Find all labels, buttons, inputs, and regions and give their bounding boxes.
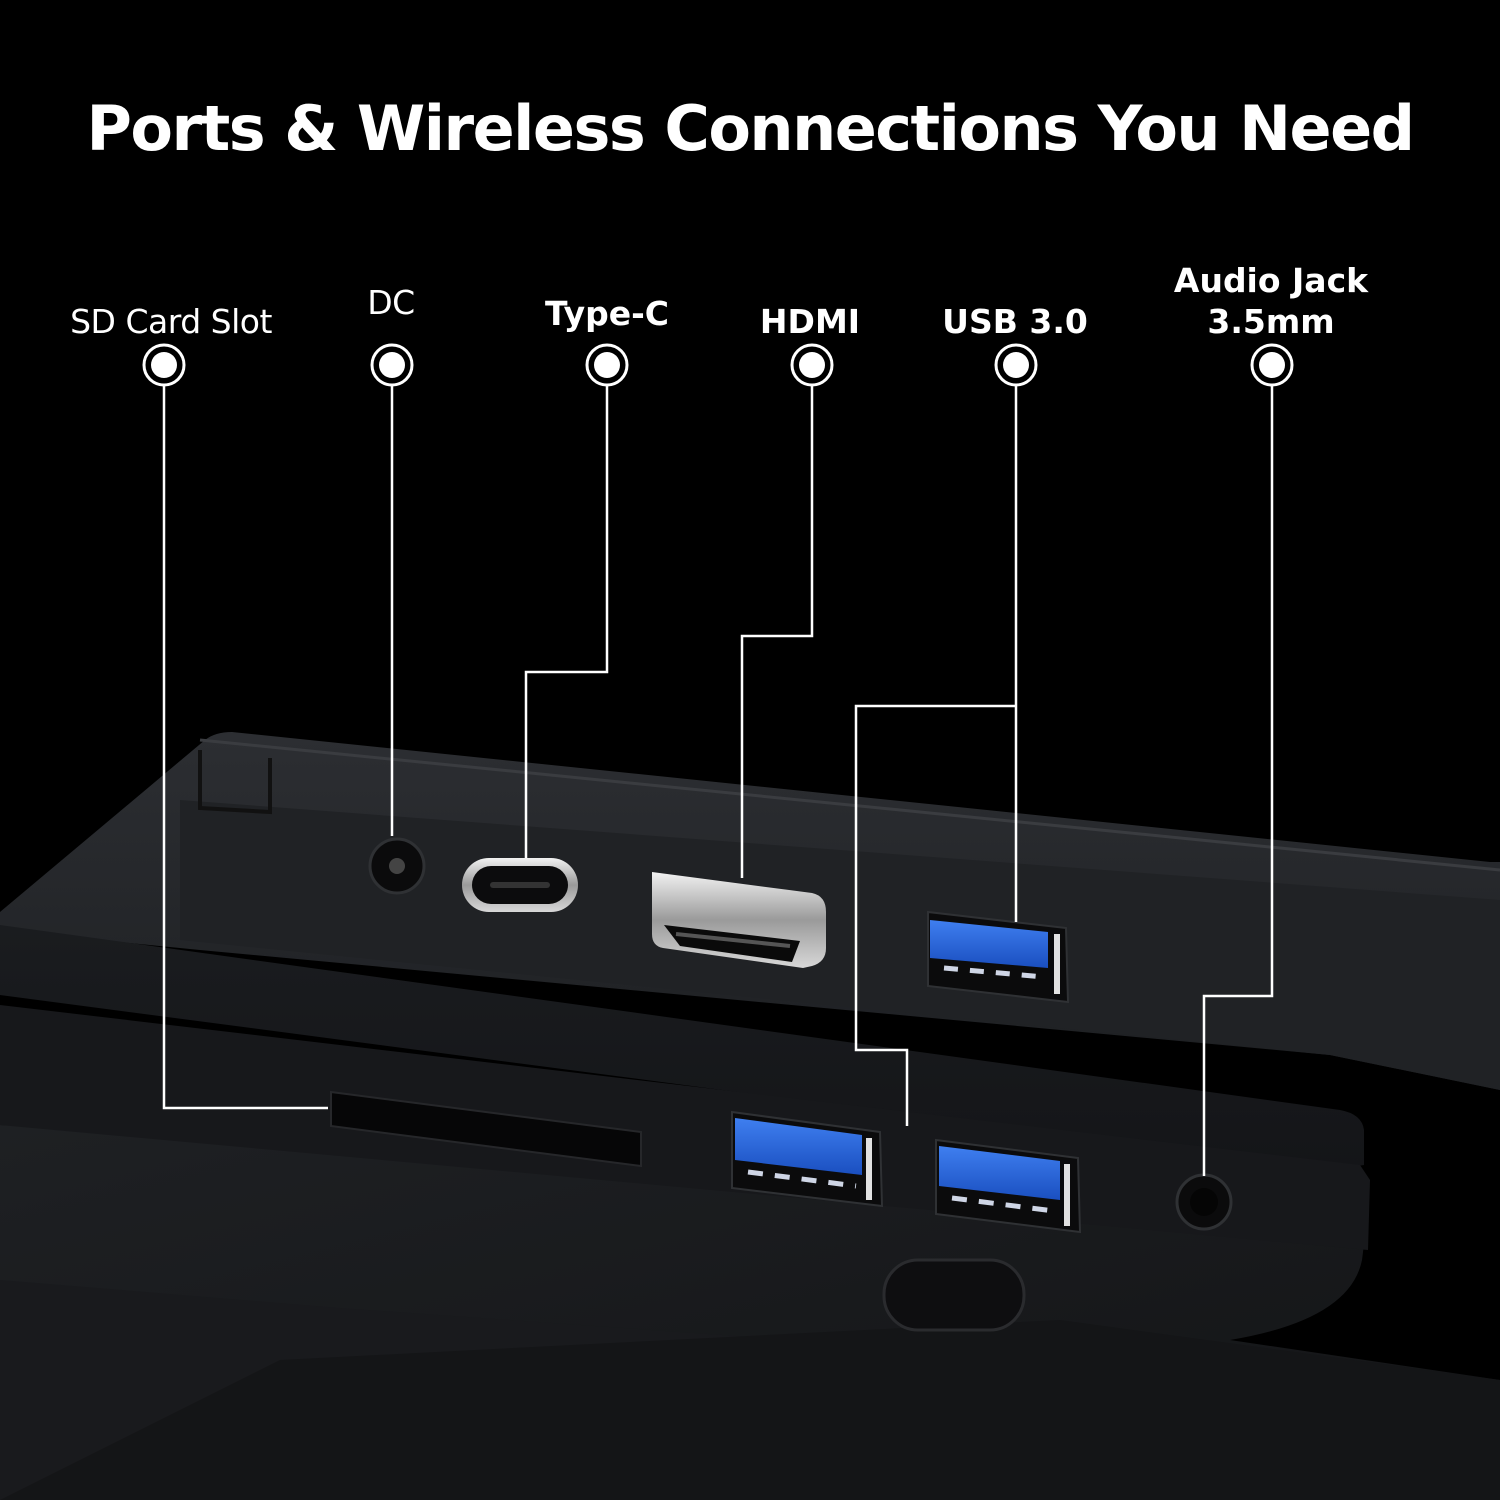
hdmi-port-graphic [652, 872, 826, 968]
sd-card-slot-graphic [330, 1090, 642, 1168]
label-audio-line2: 3.5mm [1207, 302, 1335, 341]
usb-port-lower-left-graphic [731, 1110, 884, 1208]
marker-usb-icon [994, 343, 1038, 387]
callout-line-audio [1202, 382, 1274, 1176]
usb-port-upper-graphic [927, 910, 1070, 1004]
label-audio-line1: Audio Jack [1173, 261, 1369, 300]
page-title: Ports & Wireless Connections You Need [86, 92, 1415, 165]
device-middle-lip [0, 925, 1364, 1170]
callout-line-hdmi [740, 382, 814, 878]
marker-audio-icon [1250, 343, 1294, 387]
callout-line-usb-lower [854, 704, 1016, 1126]
dc-port-graphic [368, 837, 426, 895]
marker-hdmi-icon [790, 343, 834, 387]
callout-line-sd [162, 382, 328, 1110]
marker-type-c-icon [585, 343, 629, 387]
usb-port-lower-right-graphic [935, 1138, 1082, 1234]
label-dc: DC [367, 283, 415, 322]
audio-jack-graphic [1175, 1173, 1233, 1231]
callout-markers [142, 343, 1294, 387]
type-c-port-graphic [462, 858, 578, 912]
device-upper-edge [199, 738, 1500, 872]
label-hdmi: HDMI [759, 302, 861, 341]
stand-cutout [882, 1258, 1026, 1332]
label-type-c: Type-C [544, 294, 670, 333]
label-usb-3-0: USB 3.0 [942, 302, 1088, 341]
marker-sd-icon [142, 343, 186, 387]
label-sd-card-slot: SD Card Slot [70, 302, 272, 341]
callout-lines [162, 382, 1274, 1176]
callout-line-type-c [524, 382, 609, 858]
marker-dc-icon [370, 343, 414, 387]
label-audio-jack: Audio Jack 3.5mm [1174, 260, 1368, 342]
